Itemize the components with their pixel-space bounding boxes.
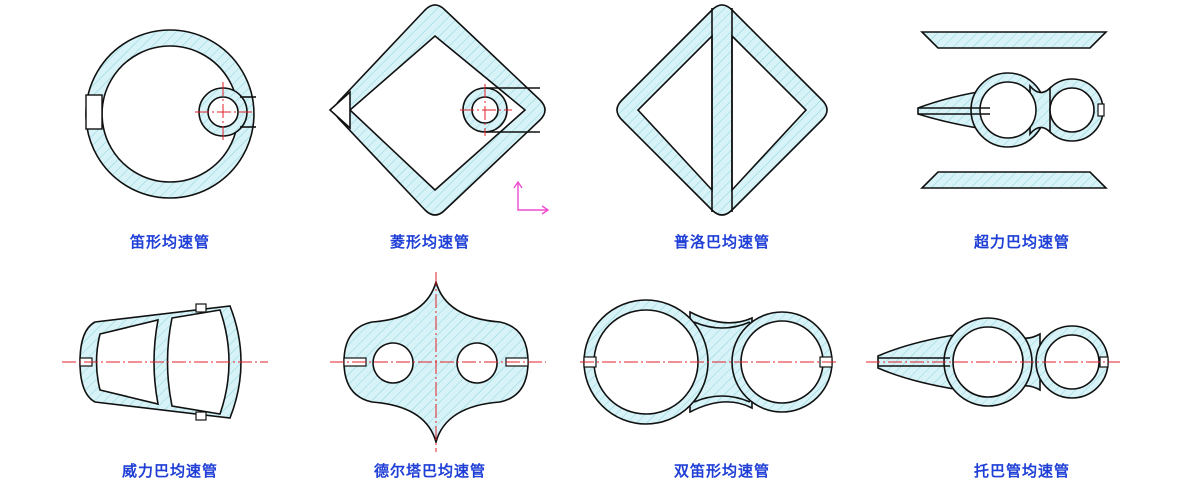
caption-flute-tube: 笛形均速管 xyxy=(129,233,211,251)
caption-torbar-tube: 托巴管均速管 xyxy=(973,462,1071,480)
torbar-tube-section xyxy=(866,317,1120,407)
diamond-tube-section xyxy=(328,4,550,216)
caption-dual-flute-tube: 双笛形均速管 xyxy=(673,462,771,480)
dual-flute-tube-section xyxy=(580,299,838,425)
verabar-tube-section xyxy=(62,303,268,421)
flute-tube-section xyxy=(85,29,256,199)
deltabar-tube-section xyxy=(330,272,546,452)
caption-prolbar-tube: 普洛巴均速管 xyxy=(673,233,771,251)
superbar-tube-section xyxy=(917,31,1108,189)
caption-deltabar-tube: 德尔塔巴均速管 xyxy=(373,462,487,480)
caption-verabar-tube: 威力巴均速管 xyxy=(121,462,219,480)
prolbar-tube-section xyxy=(616,4,828,216)
caption-superbar-tube: 超力巴均速管 xyxy=(973,233,1071,251)
caption-diamond-tube: 菱形均速管 xyxy=(389,233,471,251)
